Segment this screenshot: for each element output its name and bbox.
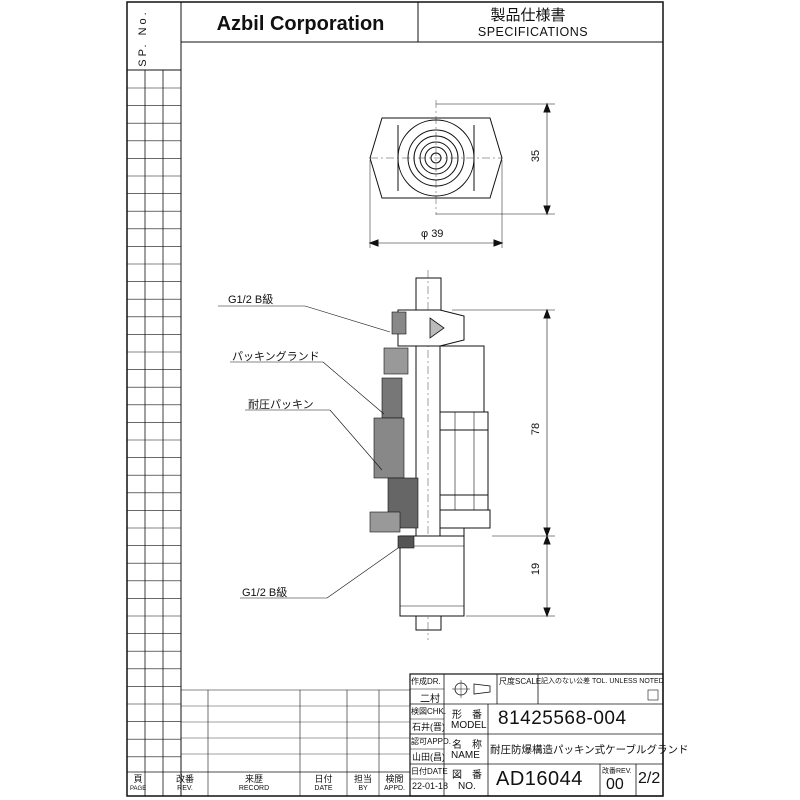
- label-thread-bottom: G1/2 B級: [242, 587, 288, 599]
- label-pressure-packing: 耐圧パッキン: [248, 399, 314, 411]
- spec-title-jp: 製品仕様書: [490, 7, 566, 24]
- drawn-label: 作成DR.: [411, 677, 441, 686]
- model-label-jp: 形 番: [452, 710, 482, 721]
- drawn-name: 二村: [420, 694, 440, 705]
- name-label-jp: 名 称: [452, 740, 482, 751]
- top-view: [369, 100, 503, 215]
- approved-name: 山田(昌): [412, 752, 445, 762]
- model-label-en: MODEL: [451, 720, 487, 731]
- tolerance-label: 記入のない公差 TOL. UNLESS NOTED: [541, 678, 664, 685]
- dim-height-top: 35: [530, 149, 543, 163]
- company-name: Azbil Corporation: [216, 13, 385, 35]
- label-packing-gland: パッキングランド: [232, 351, 320, 363]
- model-value: 81425568-004: [498, 708, 627, 729]
- checked-label: 検図CHK.: [411, 707, 447, 716]
- section-view: [369, 270, 491, 640]
- dim-thread: 19: [530, 562, 543, 576]
- date-label: 日付DATE: [411, 767, 448, 776]
- name-label-en: NAME: [451, 750, 480, 761]
- dim-body: 78: [530, 422, 543, 436]
- scale-label: 尺度SCALE: [499, 677, 542, 686]
- drawing-no-label-en: NO.: [458, 781, 476, 792]
- rev-label: 改番REV.: [602, 768, 632, 775]
- drawing-no-label-jp: 図 番: [452, 770, 482, 781]
- date-value: 22-01-18: [412, 781, 449, 791]
- rev-value: 00: [606, 776, 624, 793]
- dim-diameter: φ 39: [421, 228, 444, 240]
- label-thread-top: G1/2 B級: [228, 294, 274, 306]
- checked-name: 石井(晋): [412, 722, 445, 732]
- name-value: 耐圧防爆構造パッキン式ケーブルグランド: [490, 744, 689, 756]
- drawing-no-value: AD16044: [496, 768, 583, 790]
- approved-label: 認可APPD.: [411, 737, 452, 746]
- sp-no-label: SP. No.: [136, 9, 149, 67]
- spec-title-en: SPECIFICATIONS: [477, 25, 589, 39]
- page-value: 2/2: [638, 770, 661, 787]
